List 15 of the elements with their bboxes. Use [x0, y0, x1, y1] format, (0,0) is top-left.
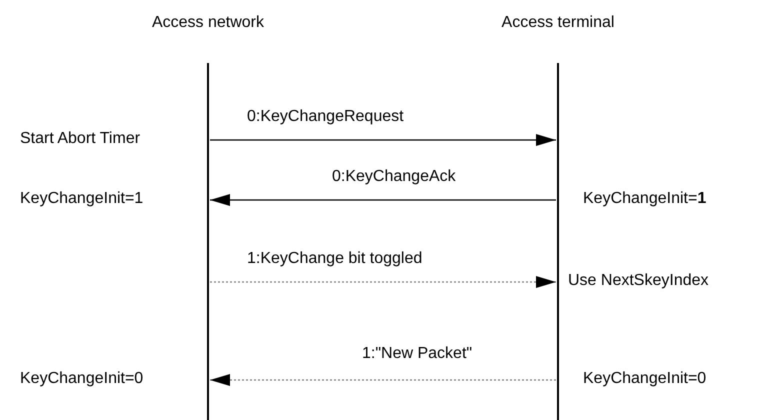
state-note: KeyChangeInit=0	[583, 370, 706, 388]
state-note: KeyChangeInit=0	[20, 370, 144, 388]
message-arrow	[210, 194, 556, 206]
message-label: 1:KeyChange bit toggled	[245, 250, 424, 268]
state-note: Start Abort Timer	[20, 130, 140, 148]
message-arrow	[210, 276, 556, 288]
message-arrow	[210, 374, 556, 386]
message-arrow	[210, 134, 556, 146]
message-label: 0:KeyChangeAck	[330, 168, 458, 186]
lifeline-title: Access terminal	[500, 14, 616, 32]
state-note: KeyChangeInit=1	[20, 190, 144, 208]
state-note: Use NextSkeyIndex	[568, 272, 709, 290]
state-note: KeyChangeInit=1	[583, 190, 706, 208]
lifeline-title: Access network	[150, 14, 266, 32]
message-label: 0:KeyChangeRequest	[245, 108, 406, 126]
